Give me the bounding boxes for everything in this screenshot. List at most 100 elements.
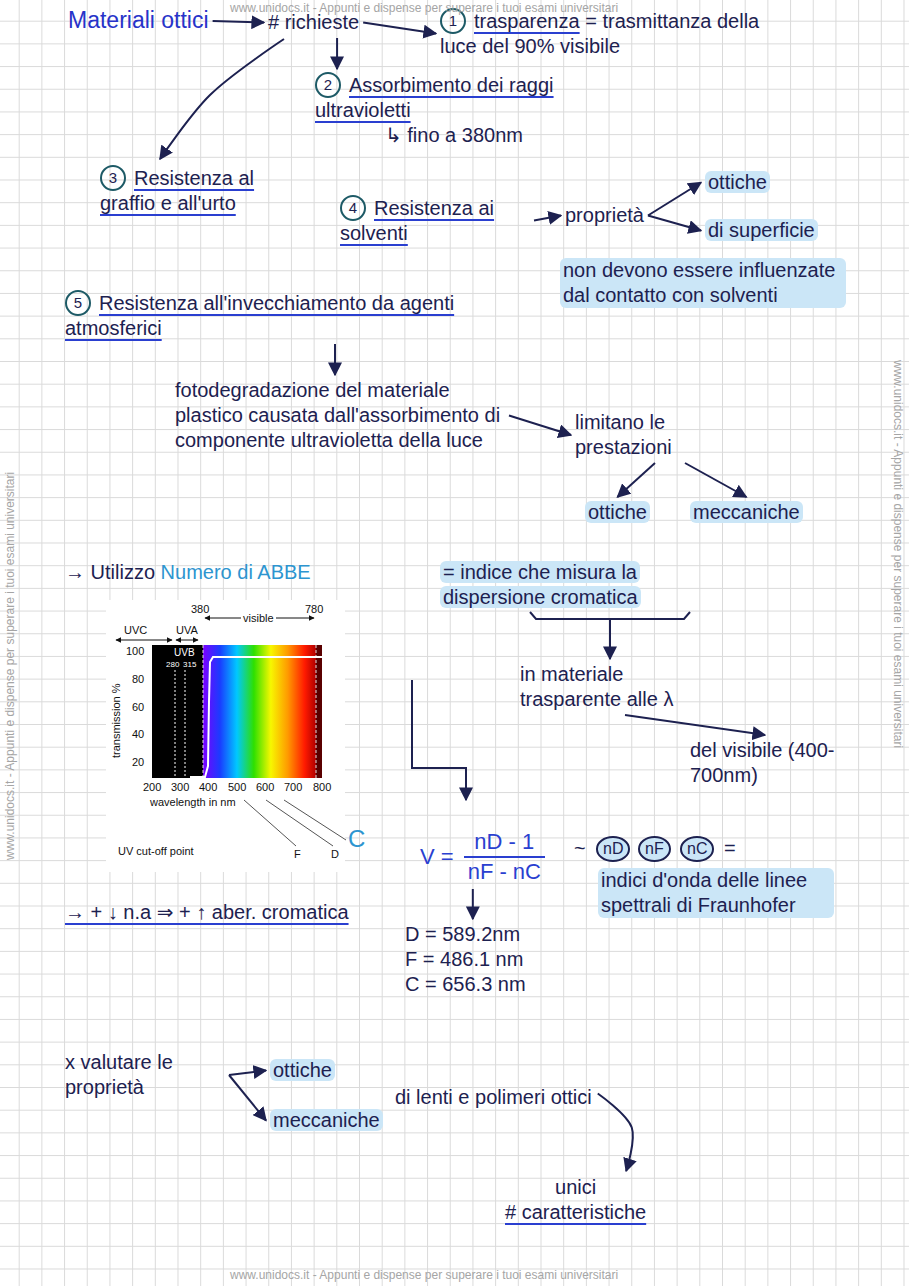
axis-title: transmission %	[110, 683, 123, 758]
node-text: Materiali ottici	[68, 7, 209, 33]
note-block: → UtilizzoNumero di ABBE	[65, 560, 311, 585]
line-marker: F	[294, 848, 301, 861]
band-label: visible	[241, 612, 276, 625]
note-block: 4Resistenza ai solventi	[340, 195, 530, 246]
node-text: Numero di ABBE	[161, 561, 311, 583]
note-block: meccaniche	[270, 1108, 383, 1133]
ir-band	[316, 645, 322, 778]
node-text: nF - nC	[464, 858, 545, 886]
leader-line	[266, 800, 333, 846]
note-block: unici# caratteristiche	[505, 1175, 646, 1225]
arrow-connector	[609, 619, 611, 659]
axis-tick: 400	[199, 781, 217, 794]
band-label: UVC	[124, 624, 147, 637]
symbol: =	[724, 836, 736, 861]
transmission-chart	[106, 600, 346, 872]
leader-line	[284, 800, 346, 840]
node-text: = indice che misura la dispersione croma…	[440, 561, 641, 608]
bracket-arrow	[412, 680, 466, 800]
arrow-connector	[685, 463, 746, 497]
note-block: ottiche	[585, 500, 650, 525]
arrow-connector	[509, 416, 571, 436]
arrow-connector	[363, 23, 436, 34]
note-block: di lenti e polimeri ottici	[395, 1085, 592, 1110]
note-block: fotodegradazione del materiale plastico …	[175, 378, 505, 453]
node-text: ↳ fino a 380nm	[385, 123, 615, 148]
callout-number: 3	[100, 165, 126, 191]
circled-symbol: nD	[596, 836, 630, 862]
visible-limit	[203, 645, 204, 778]
node-text: Resistenza ai solventi	[340, 197, 494, 244]
tick-label: 380	[191, 603, 209, 616]
node-text: di lenti e polimeri ottici	[395, 1086, 592, 1108]
arrow-connector	[213, 21, 264, 23]
node-text: # caratteristiche	[505, 1200, 646, 1225]
note-block: di superficie	[705, 218, 818, 243]
node-text: proprietà	[565, 204, 644, 226]
axis-tick: 500	[228, 781, 246, 794]
node-text: di superficie	[705, 219, 818, 241]
note-block: 5Resistenza all'invecchiamento da agenti…	[65, 290, 495, 341]
uva-limit	[185, 670, 186, 778]
node-text: x valutare le proprietà	[65, 1051, 173, 1098]
node-text: Assorbimento dei raggi ultravioletti	[315, 74, 554, 121]
node-text: Resistenza all'invecchiamento da agenti …	[65, 292, 454, 339]
node-text: nD - 1	[464, 828, 545, 858]
node-text: ottiche	[585, 501, 650, 523]
arrow-connector	[617, 463, 655, 497]
node-text: ottiche	[270, 1059, 335, 1081]
axis-tick: 800	[313, 781, 331, 794]
node-text: unici	[505, 1175, 646, 1200]
tick-label: 315	[183, 660, 196, 670]
note-block: 3Resistenza al graffio e all'urto	[100, 165, 310, 216]
note-block: in materiale trasparente alle λ	[520, 662, 730, 712]
arrow-connector	[334, 344, 336, 375]
line-marker: D	[331, 848, 339, 861]
note: non devono essere influenzate dal contat…	[560, 258, 846, 308]
circled-symbol: nC	[680, 836, 714, 862]
chart-ground	[106, 600, 345, 872]
axis-tick: 700	[284, 781, 302, 794]
arrow-connector	[648, 183, 701, 216]
callout-number: 4	[340, 195, 366, 221]
leader-line	[244, 800, 296, 846]
axis-tick: 100	[126, 645, 144, 658]
note: → + ↓ n.a ⇒ + ↑ aber. cromatica	[65, 900, 349, 925]
node-text: meccaniche	[270, 1109, 383, 1131]
arrow-connector	[648, 216, 701, 231]
note-block: meccaniche	[690, 500, 803, 525]
note-block: Materiali ottici	[68, 8, 209, 34]
watermark: www.unidocs.it - Appunti e dispense per …	[3, 472, 17, 860]
axis-tick: 80	[132, 673, 144, 686]
tick-label: 780	[305, 603, 323, 616]
uv-band	[152, 645, 203, 778]
bracket	[530, 612, 690, 619]
watermark: www.unidocs.it - Appunti e dispense per …	[891, 360, 905, 748]
line-marker: C	[348, 826, 365, 852]
node-text: Resistenza al graffio e all'urto	[100, 167, 254, 214]
band-label: UVA	[176, 624, 198, 637]
node-text: limitano le prestazioni	[575, 411, 672, 458]
note-block: proprietà	[565, 203, 644, 228]
arrow-connector	[160, 39, 284, 159]
note-block: ottiche	[270, 1058, 335, 1083]
node-text: C = 656.3 nm	[405, 972, 526, 997]
node-text: del visibile (400-700nm)	[690, 739, 835, 786]
note-block: del visibile (400-700nm)	[690, 738, 840, 788]
visible-limit	[316, 645, 317, 778]
note: indici d'onda delle linee spettrali di F…	[598, 868, 834, 918]
callout-number: 2	[315, 72, 341, 98]
axis-tick: 60	[132, 701, 144, 714]
note-block: x valutare le proprietà	[65, 1050, 225, 1100]
watermark: www.unidocs.it - Appunti e dispense per …	[230, 1, 618, 15]
arrow-connector	[625, 715, 765, 735]
node-text: V =	[420, 843, 454, 871]
symbol: ~	[574, 836, 586, 861]
node-text: fotodegradazione del materiale plastico …	[175, 379, 500, 451]
chart-caption: UV cut-off point	[118, 845, 194, 858]
transmission-curve	[190, 657, 322, 777]
tick-label: 280	[166, 660, 179, 670]
node-text: meccaniche	[690, 501, 803, 523]
arrow-connector	[229, 1071, 266, 1076]
